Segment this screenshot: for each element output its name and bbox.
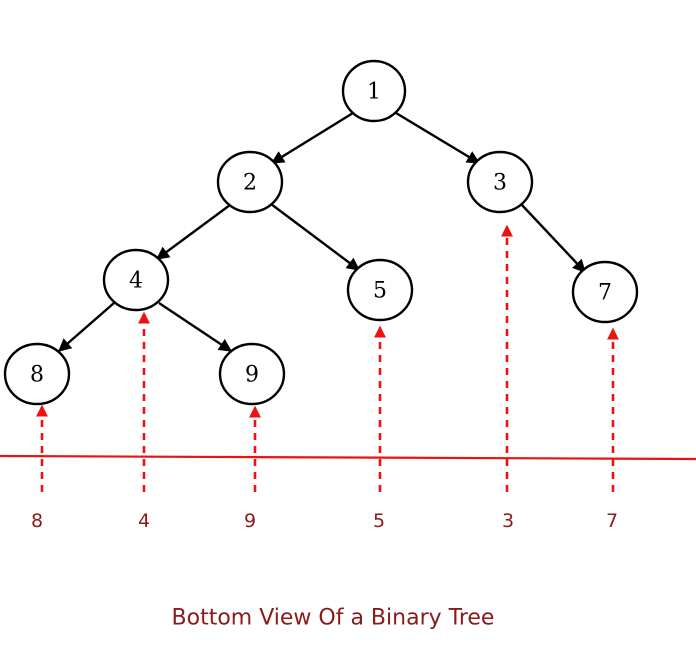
tree-edge-1-3: [395, 111, 481, 165]
tree-edge-2-5: [270, 203, 361, 271]
bottom-view-label-5: 5: [373, 510, 385, 532]
node-label-3: 3: [493, 171, 507, 196]
bottom-view-labels-group: 8 4 9 5 3 7: [31, 510, 618, 532]
tree-edge-4-9: [158, 302, 233, 352]
bottom-view-label-4: 4: [138, 510, 150, 532]
tree-edges-group: [58, 111, 586, 352]
tree-node-7[interactable]: 7: [571, 260, 639, 324]
node-label-4: 4: [129, 269, 143, 294]
node-circle-9: [218, 342, 286, 406]
node-label-1: 1: [367, 80, 381, 105]
node-circle-2: [216, 150, 284, 214]
tree-node-3[interactable]: 3: [466, 150, 534, 214]
tree-node-1[interactable]: 1: [341, 59, 407, 123]
tree-edge-2-4: [155, 204, 231, 260]
tree-node-2[interactable]: 2: [216, 150, 284, 214]
tree-edge-3-7: [520, 203, 586, 273]
node-circle-8: [3, 342, 71, 406]
projection-arrows-group: [36, 224, 619, 492]
node-label-2: 2: [243, 171, 257, 196]
bottom-view-label-9: 9: [244, 510, 256, 532]
tree-nodes-group: 1 2 3 4 5 7 8 9: [3, 59, 639, 406]
tree-node-5[interactable]: 5: [346, 258, 414, 322]
node-circle-7: [571, 260, 639, 324]
node-circle-5: [346, 258, 414, 322]
tree-node-9[interactable]: 9: [218, 342, 286, 406]
bottom-view-label-7: 7: [606, 510, 618, 532]
node-label-7: 7: [598, 281, 612, 306]
node-circle-1: [341, 59, 407, 123]
tree-edge-1-2: [270, 111, 354, 165]
node-circle-3: [466, 150, 534, 214]
node-label-8: 8: [30, 363, 44, 388]
figure-caption: Bottom View Of a Binary Tree: [172, 606, 495, 631]
tree-node-4[interactable]: 4: [102, 248, 170, 312]
ground-reference-line: [0, 454, 696, 461]
node-circle-4: [102, 248, 170, 312]
bottom-view-label-8: 8: [31, 510, 43, 532]
bottom-view-label-3: 3: [502, 510, 514, 532]
tree-edge-4-8: [58, 302, 115, 352]
node-label-5: 5: [373, 279, 387, 304]
node-label-9: 9: [245, 363, 259, 388]
tree-node-8[interactable]: 8: [3, 342, 71, 406]
